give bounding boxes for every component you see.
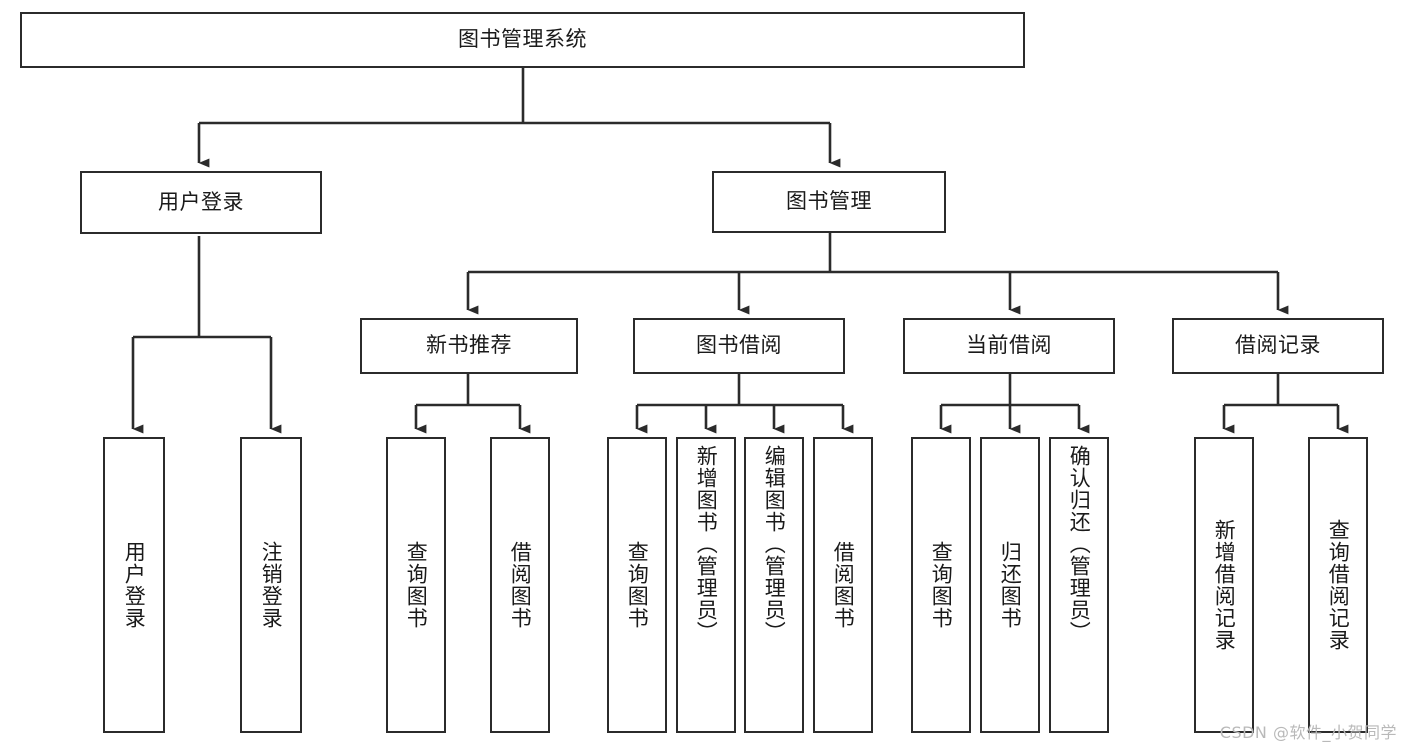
- node-leaf-record-query[interactable]: 查询借阅记录: [1308, 437, 1368, 733]
- node-new-book-recommend[interactable]: 新书推荐: [360, 318, 578, 374]
- node-book-management[interactable]: 图书管理: [712, 171, 946, 233]
- node-leaf-record-query-label: 查询借阅记录: [1326, 519, 1351, 651]
- node-leaf-logout[interactable]: 注销登录: [240, 437, 302, 733]
- node-leaf-recommend-borrow-book-label: 借阅图书: [508, 541, 533, 629]
- node-leaf-current-query-book[interactable]: 查询图书: [911, 437, 971, 733]
- node-leaf-current-return-book-label: 归还图书: [998, 541, 1023, 629]
- node-current-borrow-label: 当前借阅: [966, 333, 1052, 358]
- node-leaf-current-confirm-return-label: 确认归还（管理员）: [1067, 445, 1092, 643]
- node-leaf-recommend-query-book-label: 查询图书: [404, 541, 429, 629]
- node-current-borrow[interactable]: 当前借阅: [903, 318, 1115, 374]
- node-book-borrow[interactable]: 图书借阅: [633, 318, 845, 374]
- node-leaf-current-confirm-return[interactable]: 确认归还（管理员）: [1049, 437, 1109, 733]
- node-leaf-borrow-query-book-label: 查询图书: [625, 541, 650, 629]
- node-leaf-borrow-query-book[interactable]: 查询图书: [607, 437, 667, 733]
- node-leaf-recommend-query-book[interactable]: 查询图书: [386, 437, 446, 733]
- node-book-borrow-label: 图书借阅: [696, 333, 782, 358]
- node-leaf-borrow-add-book[interactable]: 新增图书（管理员）: [676, 437, 736, 733]
- node-leaf-recommend-borrow-book[interactable]: 借阅图书: [490, 437, 550, 733]
- node-leaf-borrow-edit-book-label: 编辑图书（管理员）: [762, 445, 787, 643]
- node-leaf-user-login-label: 用户登录: [122, 541, 147, 629]
- node-borrow-record[interactable]: 借阅记录: [1172, 318, 1384, 374]
- node-leaf-borrow-borrow-book[interactable]: 借阅图书: [813, 437, 873, 733]
- node-book-management-label: 图书管理: [786, 189, 872, 214]
- node-root[interactable]: 图书管理系统: [20, 12, 1025, 68]
- node-leaf-record-add-label: 新增借阅记录: [1212, 519, 1237, 651]
- node-borrow-record-label: 借阅记录: [1235, 333, 1321, 358]
- node-leaf-borrow-add-book-label: 新增图书（管理员）: [694, 445, 719, 643]
- node-leaf-current-query-book-label: 查询图书: [929, 541, 954, 629]
- node-user-login[interactable]: 用户登录: [80, 171, 322, 234]
- node-leaf-record-add[interactable]: 新增借阅记录: [1194, 437, 1254, 733]
- watermark-text: CSDN @软件_小贺同学: [1219, 723, 1397, 742]
- node-leaf-logout-label: 注销登录: [259, 541, 284, 629]
- node-leaf-current-return-book[interactable]: 归还图书: [980, 437, 1040, 733]
- node-leaf-borrow-borrow-book-label: 借阅图书: [831, 541, 856, 629]
- node-user-login-label: 用户登录: [158, 189, 244, 214]
- node-leaf-borrow-edit-book[interactable]: 编辑图书（管理员）: [744, 437, 804, 733]
- node-leaf-user-login[interactable]: 用户登录: [103, 437, 165, 733]
- node-new-book-recommend-label: 新书推荐: [426, 333, 512, 358]
- node-root-label: 图书管理系统: [458, 27, 587, 52]
